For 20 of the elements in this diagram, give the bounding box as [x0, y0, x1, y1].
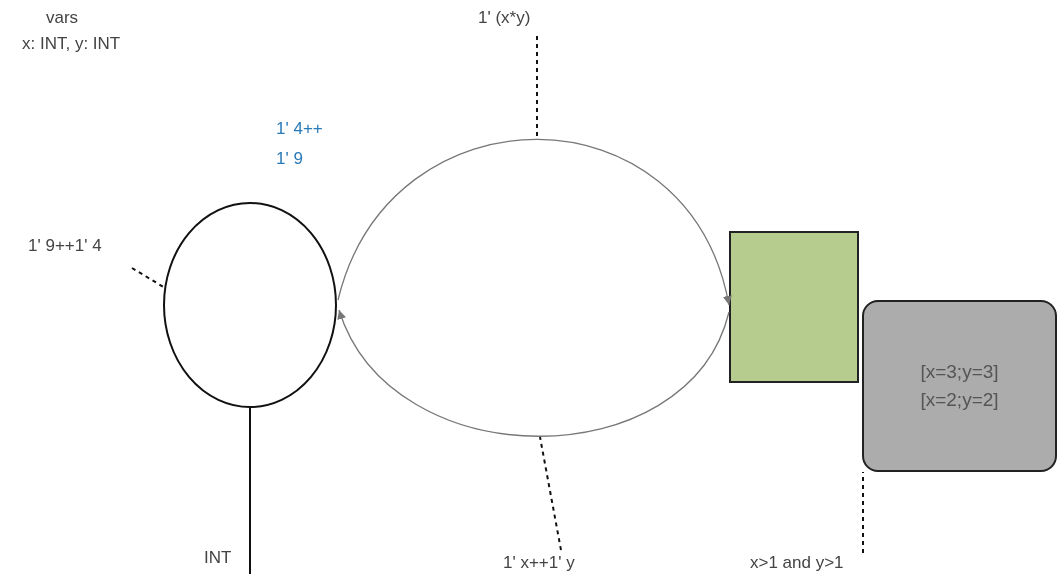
color-set-text: INT [204, 548, 240, 572]
binding-box [862, 300, 1057, 472]
leader-line [862, 471, 864, 554]
binding-text: [x=2;y=2] [920, 388, 999, 412]
initial-marking-text: 1' 9++1' 4 [28, 236, 128, 258]
declaration-text: x: INT, y: INT [22, 34, 121, 54]
binding-text: [x=3;y=3] [920, 360, 999, 384]
leader-line [536, 35, 538, 139]
transition-box [729, 231, 859, 383]
current-marking-text: 1' 4++ 1' 9 [276, 118, 324, 170]
arc-arrow [338, 309, 730, 437]
arc-inscription: 1' x++1' y [503, 553, 633, 575]
place-circle [163, 202, 337, 408]
arc-arrow [337, 138, 731, 306]
declaration-heading: vars [46, 8, 79, 28]
leader-line [131, 267, 166, 289]
leader-line [539, 436, 562, 551]
leader-line [249, 407, 251, 575]
guard-text: x>1 and y>1 [750, 553, 880, 575]
arc-inscription: 1' (x*y) [478, 8, 598, 32]
